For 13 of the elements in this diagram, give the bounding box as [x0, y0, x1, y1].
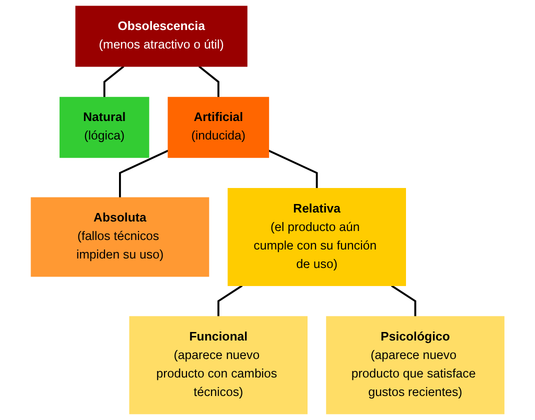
node-box: Artificial (inducida)	[168, 96, 269, 158]
node-box: Natural (lógica)	[59, 96, 150, 158]
connector	[103, 66, 124, 98]
connector	[390, 284, 416, 317]
node-box: Relativa (el producto aún cumple con su función de uso)	[228, 188, 406, 286]
node-box: Funcional (aparece nuevo producto con cambios técnicos)	[129, 316, 308, 414]
node-box: Psicológico (aparece nuevo producto que satisface gustos recientes)	[326, 316, 504, 414]
connector	[217, 284, 243, 317]
connector	[198, 66, 220, 98]
node-box: Absoluta (fallos técnicos impiden su uso)	[30, 197, 209, 277]
connector	[118, 150, 168, 198]
node-box: Obsolescencia (menos atractivo o útil)	[75, 6, 248, 67]
connector	[268, 150, 318, 188]
